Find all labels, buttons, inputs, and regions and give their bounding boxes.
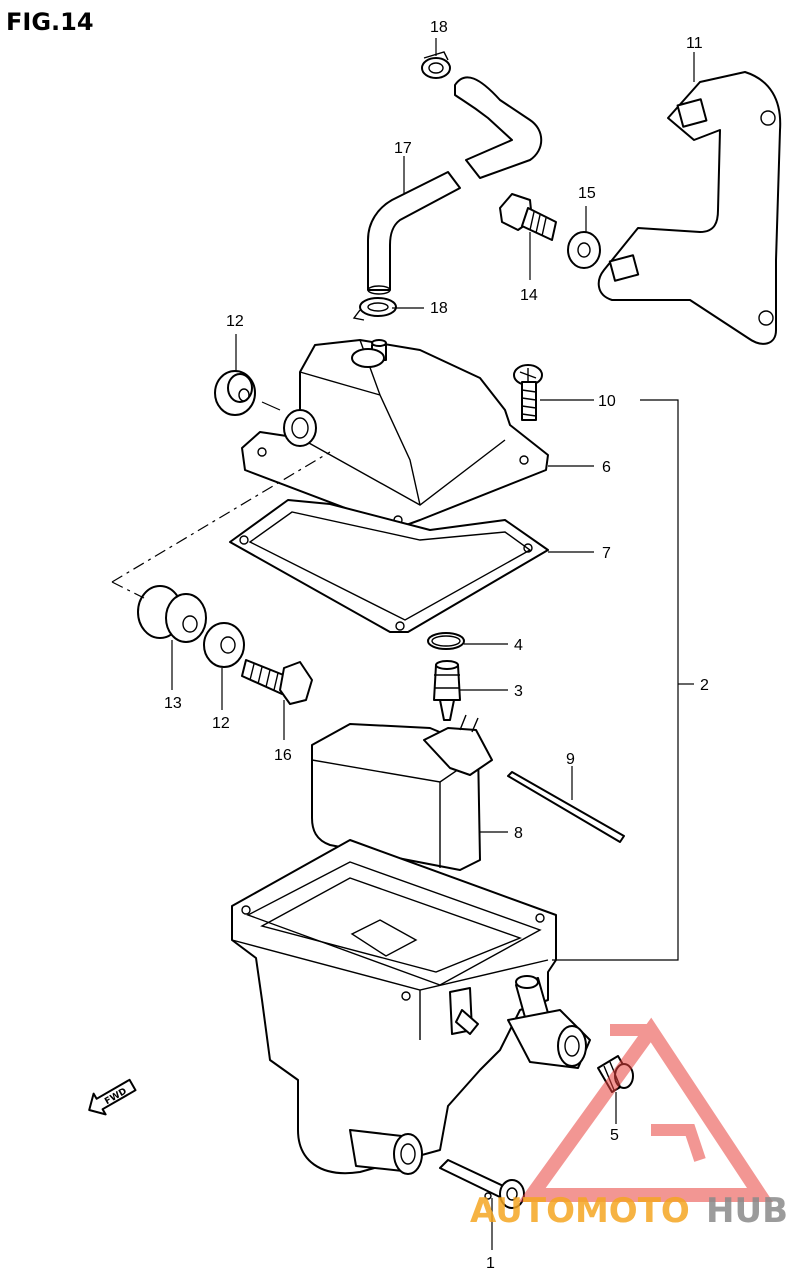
callout-labels: 18 17 18 12 11 15 14 10 6 7 4 3 2 9 8 13… (164, 19, 709, 1271)
watermark-triangle (518, 1017, 774, 1202)
float (311, 714, 493, 871)
callout-11: 11 (686, 35, 703, 52)
assembly-line-grommet-b (111, 581, 145, 599)
callout-16: 16 (274, 747, 292, 764)
callout-5: 5 (610, 1127, 619, 1144)
assembly-bracket-2 (552, 399, 679, 961)
bracket (597, 71, 782, 345)
callout-12a: 12 (226, 313, 244, 330)
watermark-text: AUTOMOTO HUB (470, 1191, 788, 1231)
callout-7: 7 (602, 545, 611, 562)
callout-3: 3 (514, 683, 523, 700)
assembly-line-grommet (111, 451, 331, 583)
needle-valve (433, 660, 461, 721)
leader-lines (171, 38, 695, 1250)
fwd-direction-marker: FWD (88, 1078, 137, 1116)
watermark-logo (518, 1017, 774, 1202)
gasket (229, 499, 549, 633)
callout-1: 1 (486, 1255, 495, 1271)
fuel-inlet-nipple (507, 975, 591, 1069)
screw-10 (513, 364, 543, 421)
watermark-brand-part1: AUTOMOTO (470, 1191, 690, 1231)
callout-10: 10 (598, 393, 616, 410)
float-chamber-body (231, 839, 557, 1175)
watermark-brand-part2: HUB (706, 1191, 788, 1231)
callout-13: 13 (164, 695, 182, 712)
jet-part-1 (439, 1159, 525, 1209)
callout-12b: 12 (212, 715, 230, 732)
hose-lower (367, 171, 461, 295)
figure-title: FIG.14 (6, 8, 94, 36)
callout-15: 15 (578, 185, 596, 202)
float-pin (507, 771, 625, 843)
collar-12-lower (203, 622, 245, 668)
bolt-14 (499, 193, 557, 241)
callout-8: 8 (514, 825, 523, 842)
callout-14: 14 (520, 287, 538, 304)
o-ring (427, 632, 465, 650)
collar-12-upper-guide (261, 401, 281, 411)
collar-12-upper (214, 370, 256, 416)
callout-18a: 18 (430, 19, 448, 36)
callout-18b: 18 (430, 300, 448, 317)
bolt-16 (241, 659, 313, 705)
hose-clamp-lower (352, 297, 397, 321)
washer-15 (567, 231, 601, 269)
callout-2: 2 (700, 677, 709, 694)
drain-outlet (349, 1129, 423, 1175)
callout-17: 17 (394, 140, 412, 157)
grommet-13 (137, 585, 207, 643)
hose-upper (454, 76, 543, 179)
hose-clamp-upper (421, 51, 451, 79)
hose-assembly (352, 51, 543, 321)
callout-4: 4 (514, 637, 523, 654)
callout-9: 9 (566, 751, 575, 768)
callout-6: 6 (602, 459, 611, 476)
